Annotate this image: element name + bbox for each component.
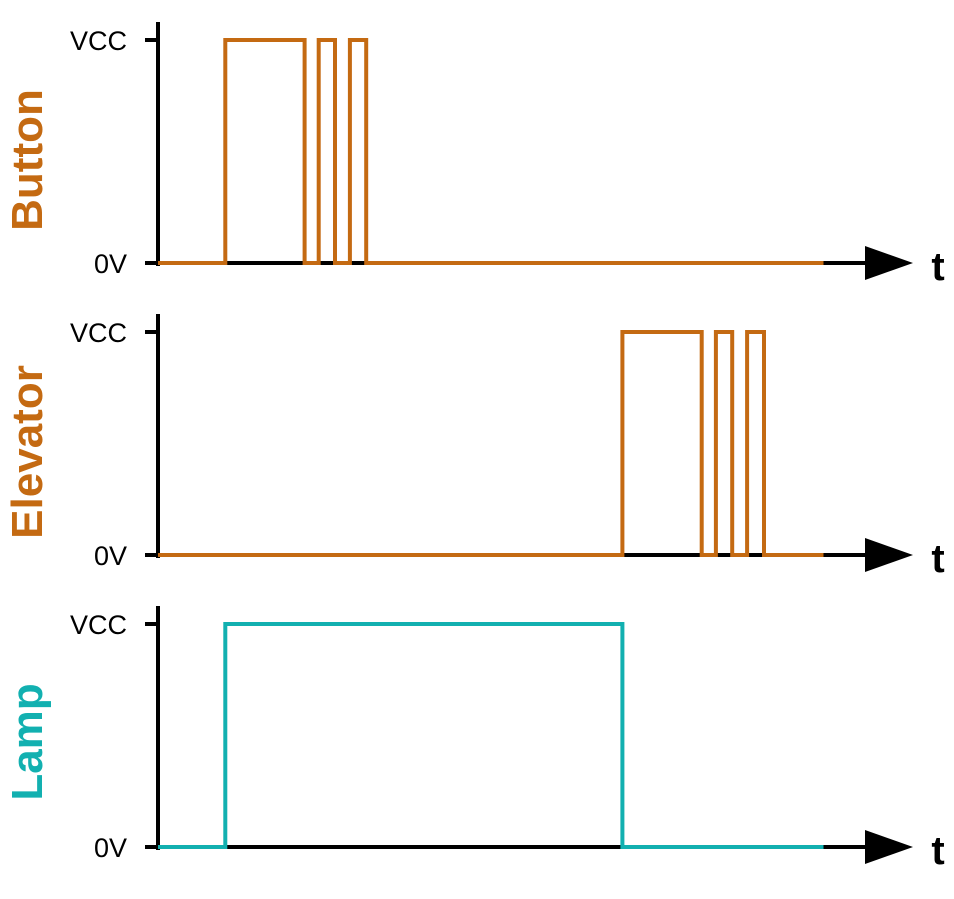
vcc-label-button: VCC xyxy=(70,26,127,56)
lamp-waveform xyxy=(158,622,824,849)
panel-elevator: Elevator VCC 0V t xyxy=(3,314,945,581)
time-label-elevator: t xyxy=(931,537,944,581)
elevator-waveform xyxy=(158,330,824,557)
signal-label-button: Button xyxy=(3,89,52,231)
panel-button: Button VCC 0V t xyxy=(3,22,945,289)
time-label-button: t xyxy=(931,245,944,289)
button-waveform xyxy=(158,38,824,265)
time-arrow-lamp xyxy=(865,830,913,864)
zero-label-button: 0V xyxy=(94,249,127,279)
vcc-label-lamp: VCC xyxy=(70,610,127,640)
zero-label-lamp: 0V xyxy=(94,833,127,863)
vcc-label-elevator: VCC xyxy=(70,318,127,348)
time-label-lamp: t xyxy=(931,829,944,873)
signal-label-lamp: Lamp xyxy=(3,683,52,800)
signal-label-elevator: Elevator xyxy=(3,365,52,539)
time-arrow-elevator xyxy=(865,538,913,572)
zero-label-elevator: 0V xyxy=(94,541,127,571)
panel-lamp: Lamp VCC 0V t xyxy=(3,606,945,873)
time-arrow-button xyxy=(865,246,913,280)
